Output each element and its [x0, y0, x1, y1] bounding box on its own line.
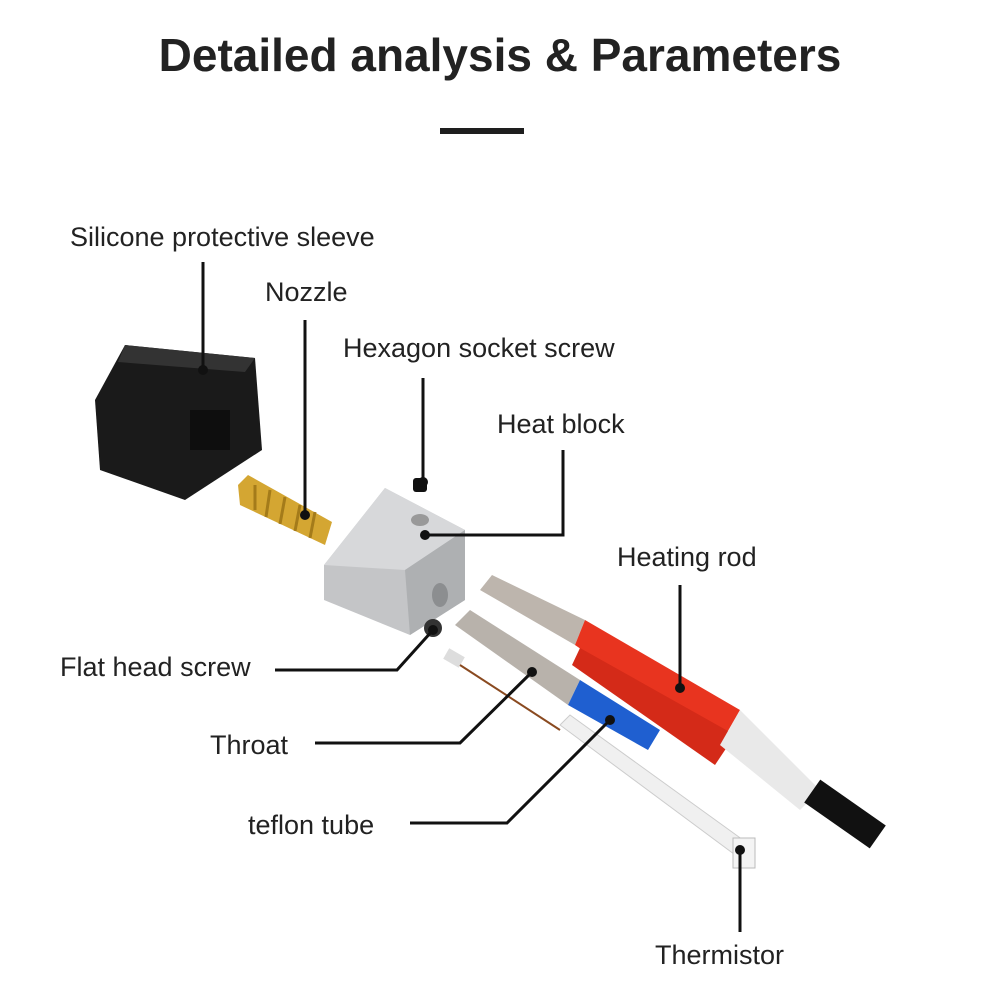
label-throat: Throat: [210, 730, 289, 760]
label-flat-head-screw: Flat head screw: [60, 652, 251, 682]
heating-rod-image: [480, 575, 886, 849]
throat-image: [455, 610, 660, 750]
label-nozzle: Nozzle: [265, 277, 348, 307]
silicone-sleeve-image: [95, 345, 262, 500]
label-teflon-tube: teflon tube: [248, 810, 375, 840]
label-heating-rod: Heating rod: [617, 542, 757, 572]
label-hexagon-socket-screw: Hexagon socket screw: [343, 333, 615, 363]
title-underline: [440, 128, 524, 134]
leader-dots: [198, 365, 745, 855]
label-thermistor: Thermistor: [655, 940, 785, 970]
leader-lines: [201, 262, 742, 932]
heat-block-image: [324, 488, 465, 635]
nozzle-image: [238, 475, 332, 545]
label-silicone-sleeve: Silicone protective sleeve: [70, 222, 375, 252]
label-heat-block: Heat block: [497, 409, 625, 439]
page-title: Detailed analysis & Parameters: [158, 29, 842, 81]
